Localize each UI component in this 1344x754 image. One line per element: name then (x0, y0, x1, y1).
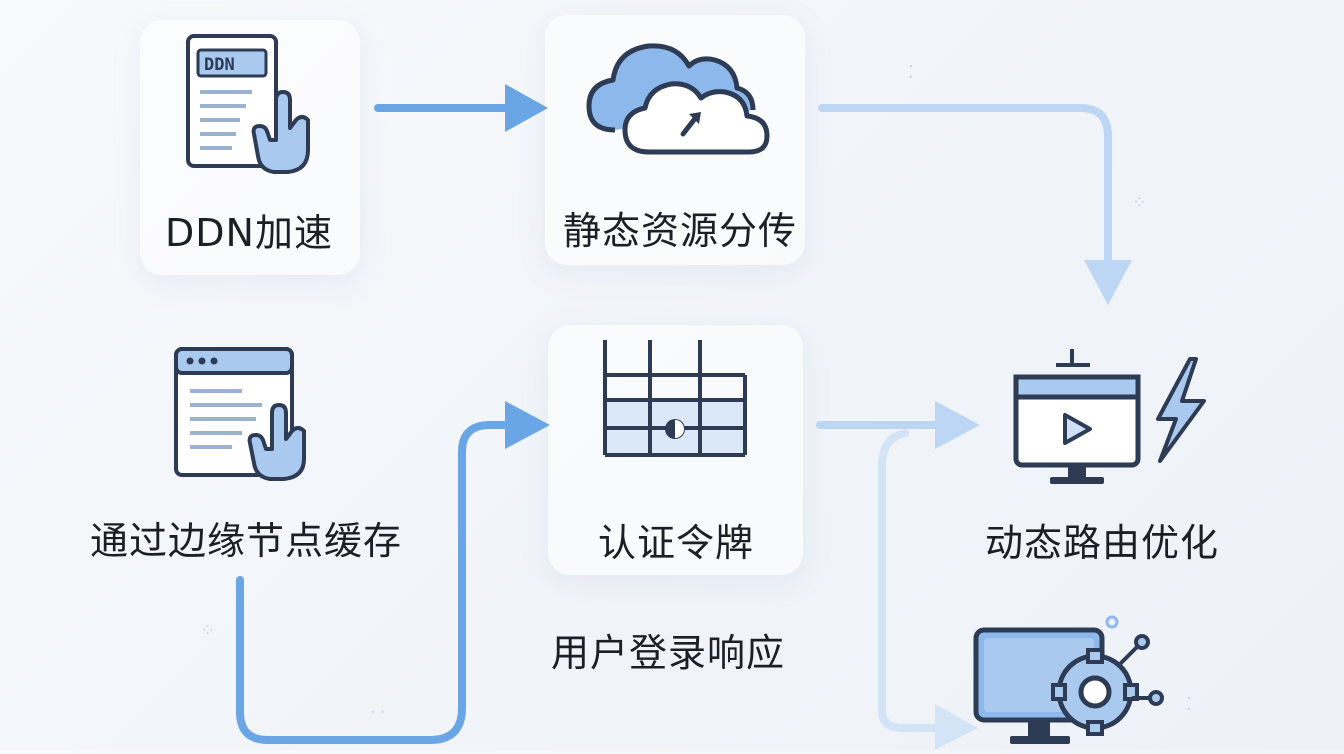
token-label: 认证令牌 (597, 521, 755, 565)
monitor-gear-icon (970, 612, 1180, 750)
monitor-lightning-icon (1010, 345, 1210, 490)
grid-token-icon (600, 340, 750, 465)
browser-pointer-icon (172, 345, 322, 485)
decor-dots-3: ⁘ (200, 620, 220, 641)
edge-label: 通过边缘节点缓存 (89, 519, 403, 563)
arrow-token-to-gear (878, 429, 978, 750)
arrow-static-to-dynamic (818, 104, 1132, 305)
ddn-icon-text: DDN (204, 55, 235, 75)
static-label: 静态资源分传 (562, 209, 798, 253)
login-label: 用户登录响应 (550, 631, 786, 675)
dynamic-label: 动态路由优化 (984, 521, 1220, 565)
cloud-upload-icon (585, 30, 775, 160)
arrow-ddn-to-static (374, 84, 548, 132)
decor-dots-1: ⁚ (908, 62, 918, 83)
decor-dots-2: ⁘ (1132, 192, 1152, 213)
ddn-label: DDN加速 (165, 211, 333, 255)
arrow-edge-to-token (236, 401, 550, 744)
document-pointer-icon: DDN (180, 30, 320, 180)
decor-dots-5: ⁚ (1186, 694, 1196, 715)
decor-dots-4: ·· (370, 702, 390, 723)
arrow-token-to-dynamic (816, 401, 980, 449)
